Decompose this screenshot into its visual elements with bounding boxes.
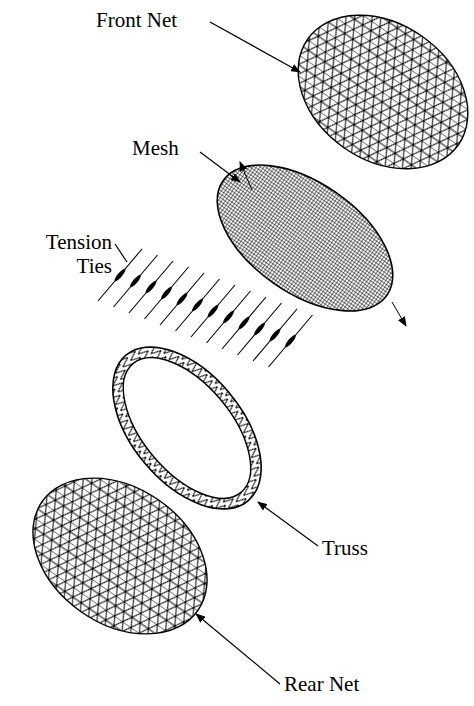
leader-arrow — [200, 152, 240, 182]
tension-arrow — [240, 162, 252, 190]
front-net — [269, 0, 474, 200]
tension-arrow — [392, 302, 406, 326]
part-label: Tension Ties — [20, 230, 112, 278]
part-label: Mesh — [132, 136, 179, 160]
mesh-disc — [192, 136, 419, 341]
rear-net — [3, 446, 237, 666]
part-label: Rear Net — [284, 672, 359, 696]
tension-ties — [98, 249, 313, 367]
leader-line — [115, 244, 127, 262]
leader-arrow — [196, 614, 280, 684]
part-label: Truss — [322, 536, 368, 560]
leader-arrow — [258, 502, 318, 546]
leader-arrow — [210, 22, 300, 72]
part-label: Front Net — [96, 8, 177, 32]
